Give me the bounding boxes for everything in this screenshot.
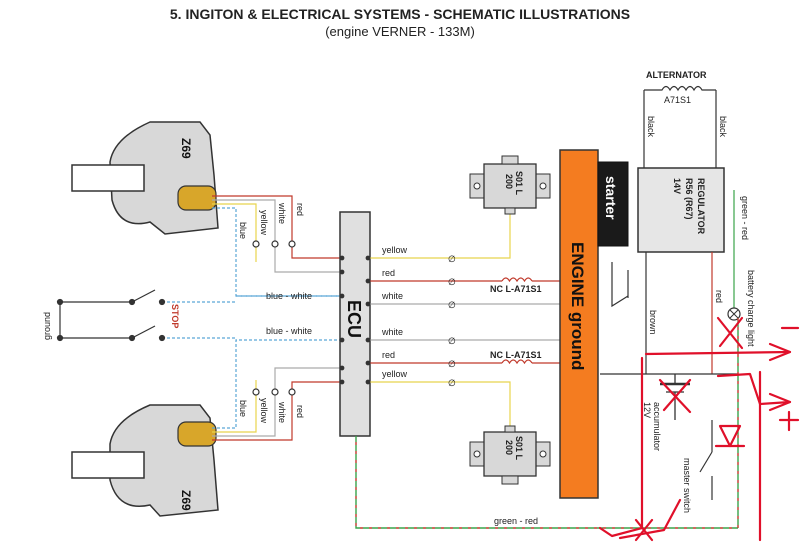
ignition-coil-top [469, 155, 551, 215]
red-annotations [598, 316, 800, 542]
coil-top-label: S01 L [514, 171, 524, 196]
wires-ecu-right [236, 204, 560, 432]
ecu-pins [339, 255, 371, 385]
master-switch-label: master switch [682, 458, 692, 513]
magneto-top: Z69 [71, 121, 219, 235]
accumulator-label: accumulator [652, 402, 662, 451]
wire-green-red-bottom [355, 318, 739, 529]
battery-charge-light-icon [727, 307, 741, 321]
ecu-label-white-bottom: white [381, 327, 403, 337]
starter-label: starter [603, 176, 619, 220]
regulator-volt: 14V [672, 178, 682, 194]
label-white-top: white [277, 202, 287, 224]
ecu-label-blue-white-top: blue - white [266, 291, 312, 301]
label-yellow-top: yellow [259, 210, 269, 236]
regulator-block: REGULATOR R56 (R67) 14V [637, 167, 725, 253]
engine-ground-block: ENGINE ground [559, 149, 599, 499]
wires-top-magneto [212, 195, 340, 297]
ecu-label: ECU [344, 300, 364, 338]
page-subtitle: (engine VERNER - 133M) [325, 24, 475, 39]
magneto-bottom: Z69 [71, 404, 219, 517]
coil-bottom-num: 200 [504, 440, 514, 455]
battery-light-label: battery charge light [746, 270, 756, 347]
label-black-right: black [718, 116, 728, 138]
label-red-regulator: red [714, 290, 724, 303]
page-title: 5. INGITON & ELECTRICAL SYSTEMS - SCHEMA… [170, 6, 630, 22]
label-black-left: black [646, 116, 656, 138]
stop-label: STOP [170, 304, 180, 328]
nc-top-label: NC L-A71S1 [490, 284, 542, 294]
ecu-label-yellow-top: yellow [382, 245, 408, 255]
accumulator-battery [600, 373, 738, 420]
regulator-code: R56 (R67) [684, 178, 694, 220]
nc-marker-5: ∅ [448, 359, 456, 369]
accumulator-volt: 12V [642, 402, 652, 418]
nc-marker-1: ∅ [448, 254, 456, 264]
alternator-label: ALTERNATOR [646, 70, 707, 80]
wires-regulator [611, 190, 735, 374]
magneto-bottom-label: Z69 [179, 490, 193, 511]
ignition-coil-bottom [469, 425, 551, 485]
label-brown: brown [648, 310, 658, 335]
magneto-top-label: Z69 [179, 138, 193, 159]
label-blue-top: blue [238, 222, 248, 239]
ecu-label-blue-white-bottom: blue - white [266, 326, 312, 336]
starter-block: starter [597, 161, 629, 247]
label-red-top: red [295, 203, 305, 216]
coil-bottom-label: S01 L [514, 436, 524, 461]
coil-top-num: 200 [504, 174, 514, 189]
ecu-label-yellow-bottom: yellow [382, 369, 408, 379]
ecu-label-red-bottom: red [382, 350, 395, 360]
ground-stop-switches [56, 289, 236, 342]
alternator-code: A71S1 [664, 95, 691, 105]
label-green-red-regulator: green - red [740, 196, 750, 240]
wires-bottom-magneto [212, 339, 340, 441]
label-green-red-bottom: green - red [494, 516, 538, 526]
nc-bottom-label: NC L-A71S1 [490, 350, 542, 360]
nc-marker-6: ∅ [448, 378, 456, 388]
label-blue-bottom: blue [238, 400, 248, 417]
nc-coil-top [501, 277, 533, 283]
nc-marker-3: ∅ [448, 300, 456, 310]
alternator-coil [643, 85, 717, 168]
engine-ground-label: ENGINE ground [568, 242, 587, 370]
ecu-unit: ECU [339, 211, 371, 437]
label-yellow-bottom: yellow [259, 398, 269, 424]
ecu-label-white-top: white [381, 291, 403, 301]
label-red-bottom: red [295, 405, 305, 418]
master-switch [699, 420, 713, 500]
label-white-bottom: white [277, 401, 287, 423]
ecu-label-red-top: red [382, 268, 395, 278]
nc-marker-4: ∅ [448, 336, 456, 346]
regulator-label: REGULATOR [696, 178, 706, 235]
nc-marker-2: ∅ [448, 277, 456, 287]
ground-label: ground [42, 312, 52, 340]
nc-coil-bottom [501, 359, 533, 365]
